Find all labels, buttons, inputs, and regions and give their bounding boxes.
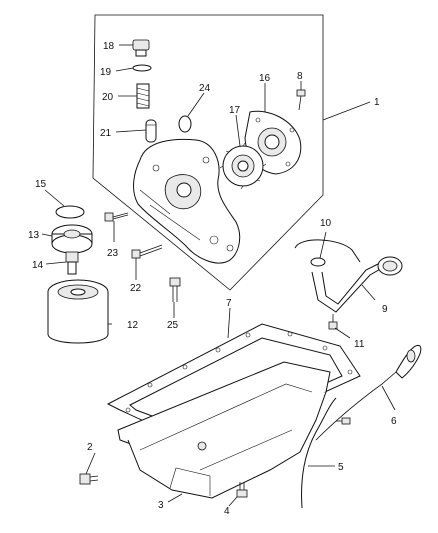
oil-pump-body	[133, 138, 241, 264]
drain-plug	[79, 473, 99, 485]
pickup-bolt	[328, 314, 338, 330]
callout-labels: 18 19 20 21 24 16 8 17 1 15 13 14 12 23 …	[28, 41, 397, 517]
pump-rotor	[219, 142, 267, 190]
callout-24: 24	[199, 83, 211, 94]
pressure-relief-cap	[132, 39, 150, 57]
oil-pump-group-outline	[92, 14, 324, 291]
dipstick-handle	[395, 344, 422, 379]
callout-13: 13	[28, 230, 40, 241]
callout-20: 20	[102, 92, 114, 103]
dipstick-bracket-bolt	[336, 417, 351, 425]
leader-lines	[41, 44, 396, 507]
callout-25: 25	[167, 320, 179, 331]
pan-bolt	[236, 482, 248, 498]
filter-fitting	[65, 251, 79, 275]
callout-12: 12	[127, 320, 139, 331]
filter-adapter-gasket	[55, 205, 85, 219]
callout-19: 19	[100, 67, 112, 78]
dipstick	[315, 371, 397, 441]
relief-valve	[145, 119, 157, 143]
callout-23: 23	[107, 248, 119, 259]
callout-2: 2	[87, 442, 93, 453]
cover-screw	[296, 89, 306, 111]
pickup-o-ring	[310, 257, 326, 267]
callout-8: 8	[297, 71, 303, 82]
callout-10: 10	[320, 218, 332, 229]
callout-17: 17	[229, 105, 241, 116]
dipstick-tube	[301, 397, 337, 509]
callout-11: 11	[354, 339, 365, 350]
callout-22: 22	[130, 283, 142, 294]
callout-21: 21	[100, 128, 112, 139]
pump-o-ring	[178, 115, 192, 133]
pump-bolt-vertical	[169, 277, 181, 302]
callout-4: 4	[224, 506, 230, 517]
cap-gasket	[132, 64, 152, 72]
oil-filter	[47, 279, 109, 344]
oil-pickup-tube	[294, 239, 403, 313]
callout-18: 18	[103, 41, 115, 52]
callout-1: 1	[374, 97, 380, 108]
callout-9: 9	[382, 304, 388, 315]
callout-7: 7	[226, 298, 232, 309]
pump-bolt-long	[131, 244, 163, 259]
oil-filter-adapter	[51, 224, 93, 254]
relief-spring	[136, 83, 150, 109]
callout-3: 3	[158, 500, 164, 511]
callout-6: 6	[391, 416, 397, 427]
callout-14: 14	[32, 260, 44, 271]
pump-bolt-short	[104, 212, 129, 222]
callout-15: 15	[35, 179, 47, 190]
oil-pan	[117, 361, 331, 499]
callout-5: 5	[338, 462, 344, 473]
callout-16: 16	[259, 73, 271, 84]
